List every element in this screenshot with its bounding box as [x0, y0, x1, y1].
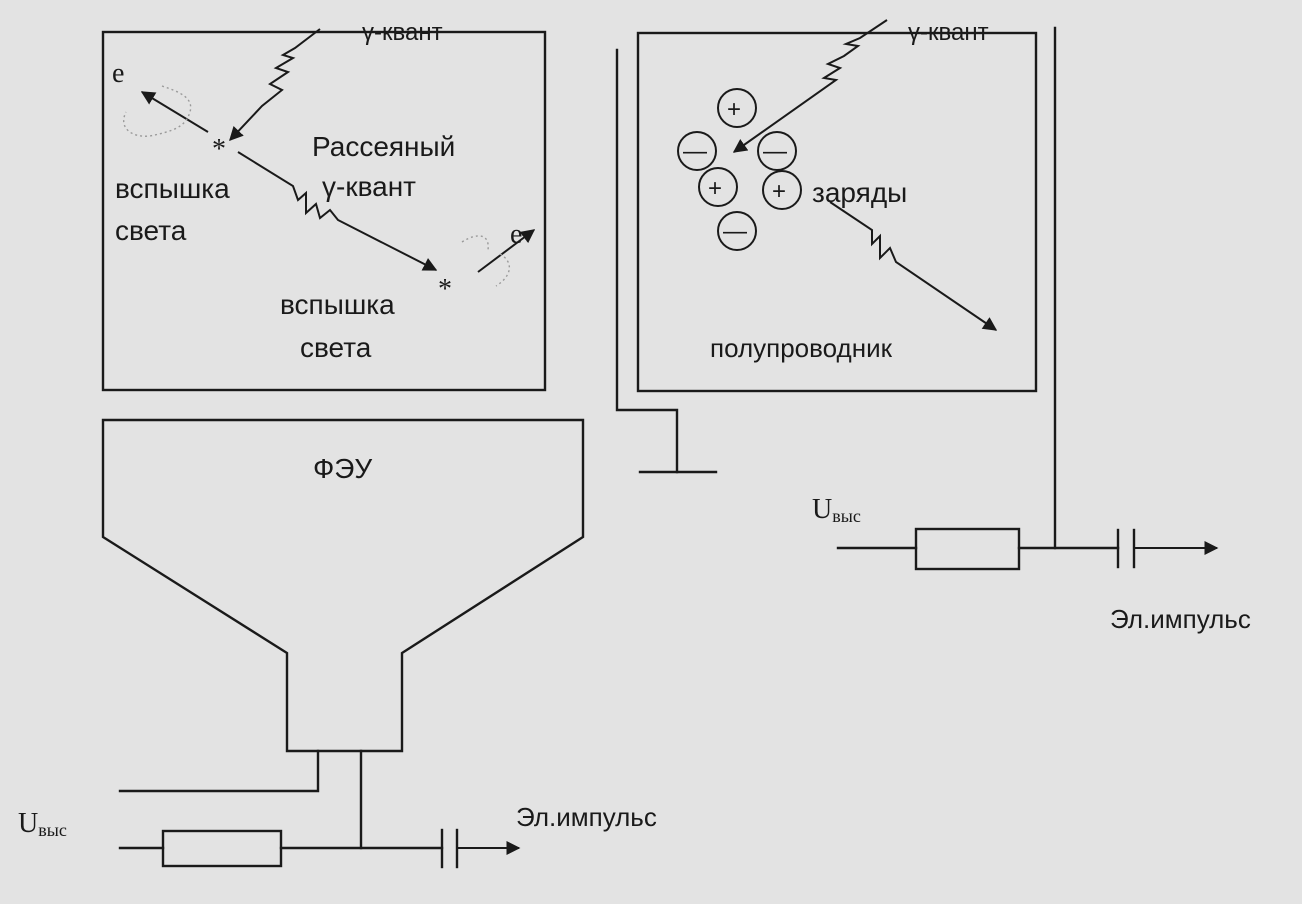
gamma-label-right: γ-квант — [908, 19, 989, 46]
charge-plus-2 — [698, 167, 738, 207]
pulse-label-right: Эл.импульс — [1110, 604, 1251, 634]
scattered-gamma-ray — [237, 151, 438, 271]
voltage-label-left: Uвыс — [18, 808, 67, 840]
charge-plus-3 — [762, 170, 802, 210]
pmt-lead-left — [118, 749, 320, 793]
semiconductor-label: полупроводник — [710, 333, 893, 363]
charge-plus-1-sign: + — [727, 96, 741, 123]
interaction-mark-2: * — [438, 274, 452, 305]
flash-label-2b: света — [300, 332, 372, 363]
pmt-label: ФЭУ — [313, 453, 372, 484]
charge-minus-2-sign: — — [763, 138, 787, 165]
charge-plus-1 — [717, 88, 757, 128]
electron-label-2: e — [510, 219, 522, 250]
electron-track-2 — [477, 229, 536, 273]
light-glow-2 — [461, 235, 510, 287]
electron-label-1: e — [112, 58, 124, 89]
incoming-gamma-ray — [229, 28, 321, 142]
charge-minus-3-sign: — — [723, 218, 747, 245]
flash-label-2a: вспышка — [280, 289, 395, 320]
voltage-label-right: Uвыс — [812, 494, 861, 526]
flash-label-1a: вспышка — [115, 173, 230, 204]
photomultiplier-body — [101, 418, 585, 753]
charge-minus-1-sign: — — [683, 138, 707, 165]
light-glow-1 — [123, 85, 192, 137]
charge-plus-3-sign: + — [772, 178, 786, 205]
charge-minus-2 — [757, 131, 797, 171]
electron-track-1 — [140, 91, 209, 133]
gamma-label-left: γ-квант — [362, 19, 443, 46]
charge-minus-1 — [677, 131, 717, 171]
electrode-left — [615, 48, 679, 474]
load-resistor-right — [914, 527, 1021, 571]
charges-label: заряды — [812, 177, 907, 208]
charge-plus-2-sign: + — [708, 175, 722, 202]
scattered-label-a: Рассеяный — [312, 131, 455, 162]
charge-minus-3 — [717, 211, 757, 251]
scattered-gamma-ray-right — [829, 201, 998, 331]
pulse-label-left: Эл.импульс — [516, 802, 657, 832]
semiconductor-crystal — [636, 31, 1038, 393]
scintillator-crystal — [101, 30, 547, 392]
interaction-mark-1: * — [212, 134, 226, 165]
incoming-gamma-ray-right — [732, 19, 888, 153]
flash-label-1b: света — [115, 215, 187, 246]
load-resistor-left — [161, 829, 283, 868]
scattered-label-b: γ-квант — [322, 171, 416, 202]
